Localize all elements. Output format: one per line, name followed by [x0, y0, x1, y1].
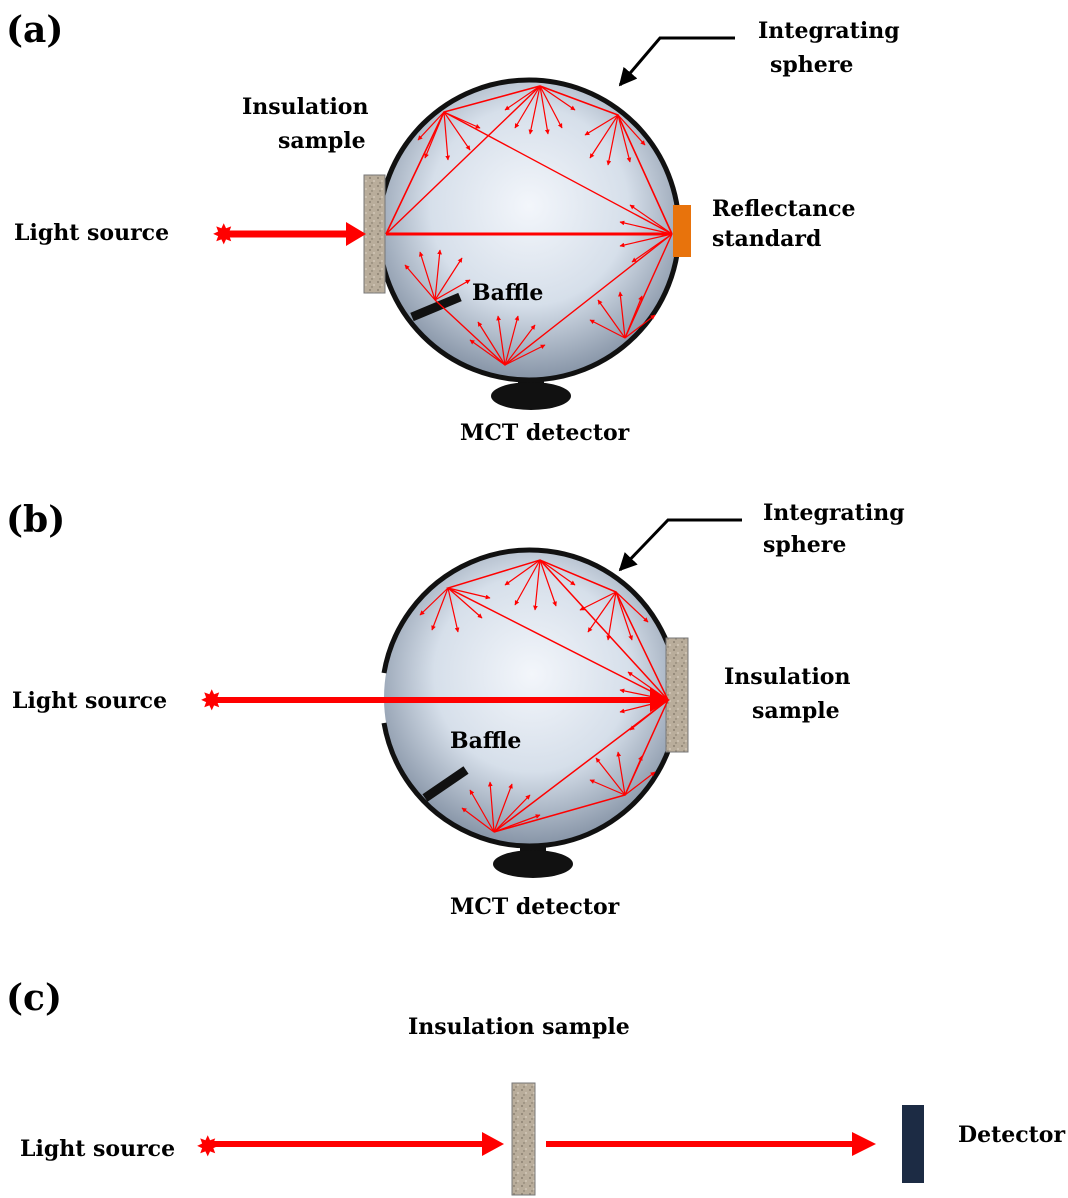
panel-b: (b) ✸ [6, 499, 905, 920]
insulation-sample-b [665, 637, 689, 753]
transmitted-beam-c [546, 1132, 876, 1156]
baffle-a [410, 292, 462, 322]
sphere-pointer-b [618, 518, 742, 572]
insulation-sample-c [511, 1082, 536, 1196]
detector-label-c: Detector [958, 1122, 1065, 1148]
insulation-sample-label-a-1: Insulation [242, 94, 368, 120]
svg-text:✸: ✸ [212, 218, 235, 251]
light-source-label-a: Light source [14, 220, 169, 246]
light-source-label-c: Light source [20, 1136, 175, 1162]
mct-detector-label-b: MCT detector [450, 894, 620, 920]
baffle-label-b: Baffle [450, 728, 521, 754]
insulation-sample-label-b-1: Insulation [724, 664, 850, 690]
sphere-pointer-a [618, 36, 735, 87]
insulation-sample-label-b-2: sample [752, 698, 840, 724]
panel-c: (c) Insulation sample Light source Detec… [6, 977, 1065, 1196]
insulation-sample-a [363, 174, 386, 294]
incident-beam-a: ✸ [212, 218, 366, 251]
insulation-sample-label-a-2: sample [278, 128, 366, 154]
incident-beam-c: ✸ [196, 1130, 504, 1163]
integrating-sphere-label-a-2: sphere [770, 52, 853, 78]
reflectance-standard-label-2: standard [712, 226, 821, 252]
baffle-label-a: Baffle [472, 280, 543, 306]
scatter-fans-a [404, 85, 673, 366]
light-source-label-b: Light source [12, 688, 167, 714]
integrating-sphere-a [376, 77, 682, 383]
svg-text:✸: ✸ [200, 684, 223, 717]
mct-detector-b [493, 844, 573, 878]
panel-a-label: (a) [6, 9, 63, 51]
integrating-sphere-label-b-1: Integrating [763, 500, 905, 526]
panel-c-label: (c) [6, 977, 62, 1019]
svg-text:✸: ✸ [196, 1130, 219, 1163]
incident-beam-b: ✸ [200, 684, 670, 717]
mct-detector-a [491, 378, 571, 410]
panel-a: (a) ✸ [6, 9, 900, 446]
scatter-fans-b [419, 559, 669, 833]
reflectance-standard [673, 205, 691, 257]
integrating-sphere-label-b-2: sphere [763, 532, 846, 558]
detector-c [902, 1105, 924, 1183]
reflectance-standard-label-1: Reflectance [712, 196, 855, 222]
mct-detector-label-a: MCT detector [460, 420, 630, 446]
panel-b-label: (b) [6, 499, 65, 541]
baffle-b [422, 766, 469, 802]
integrating-sphere-label-a-1: Integrating [758, 18, 900, 44]
insulation-sample-label-c: Insulation sample [408, 1014, 630, 1040]
